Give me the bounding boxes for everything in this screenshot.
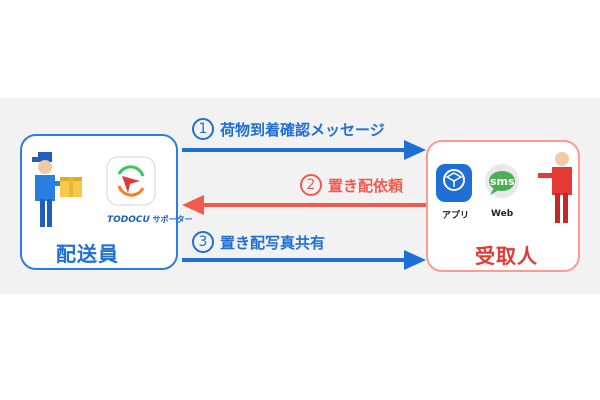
recipient-person-icon (538, 152, 572, 223)
tool-brand: TODOCU (107, 215, 150, 225)
arrow-1 (182, 140, 426, 160)
flow-label-1: 1 荷物到着確認メッセージ (192, 118, 385, 140)
sms-bubble-icon (485, 164, 519, 198)
delivery-person-icon (32, 152, 64, 227)
receiver-label: 受取人 (475, 244, 538, 268)
app-icon (436, 164, 472, 202)
flow-number-1: 1 (192, 118, 214, 140)
arrow-2 (182, 195, 426, 215)
flow-text-1: 荷物到着確認メッセージ (220, 120, 385, 139)
sender-label: 配送員 (56, 242, 119, 266)
flow-text-2: 置き配依頼 (328, 176, 404, 195)
flow-text-3: 置き配写真共有 (220, 233, 326, 252)
tool-name: TODOCU サポーター (107, 214, 193, 225)
tool-suffix: サポーター (152, 215, 193, 224)
app-label: アプリ (442, 211, 470, 221)
flow-number-3: 3 (192, 231, 214, 253)
flow-label-3: 3 置き配写真共有 (192, 231, 325, 253)
package-icon (60, 177, 82, 197)
receiver-panel (426, 140, 580, 272)
web-label: Web (491, 209, 514, 219)
sms-text: sms (490, 175, 515, 188)
flow-label-2: 2 置き配依頼 (300, 174, 403, 196)
arrow-3 (182, 250, 426, 270)
flow-number-2: 2 (300, 174, 322, 196)
todocu-app-icon (106, 156, 156, 206)
